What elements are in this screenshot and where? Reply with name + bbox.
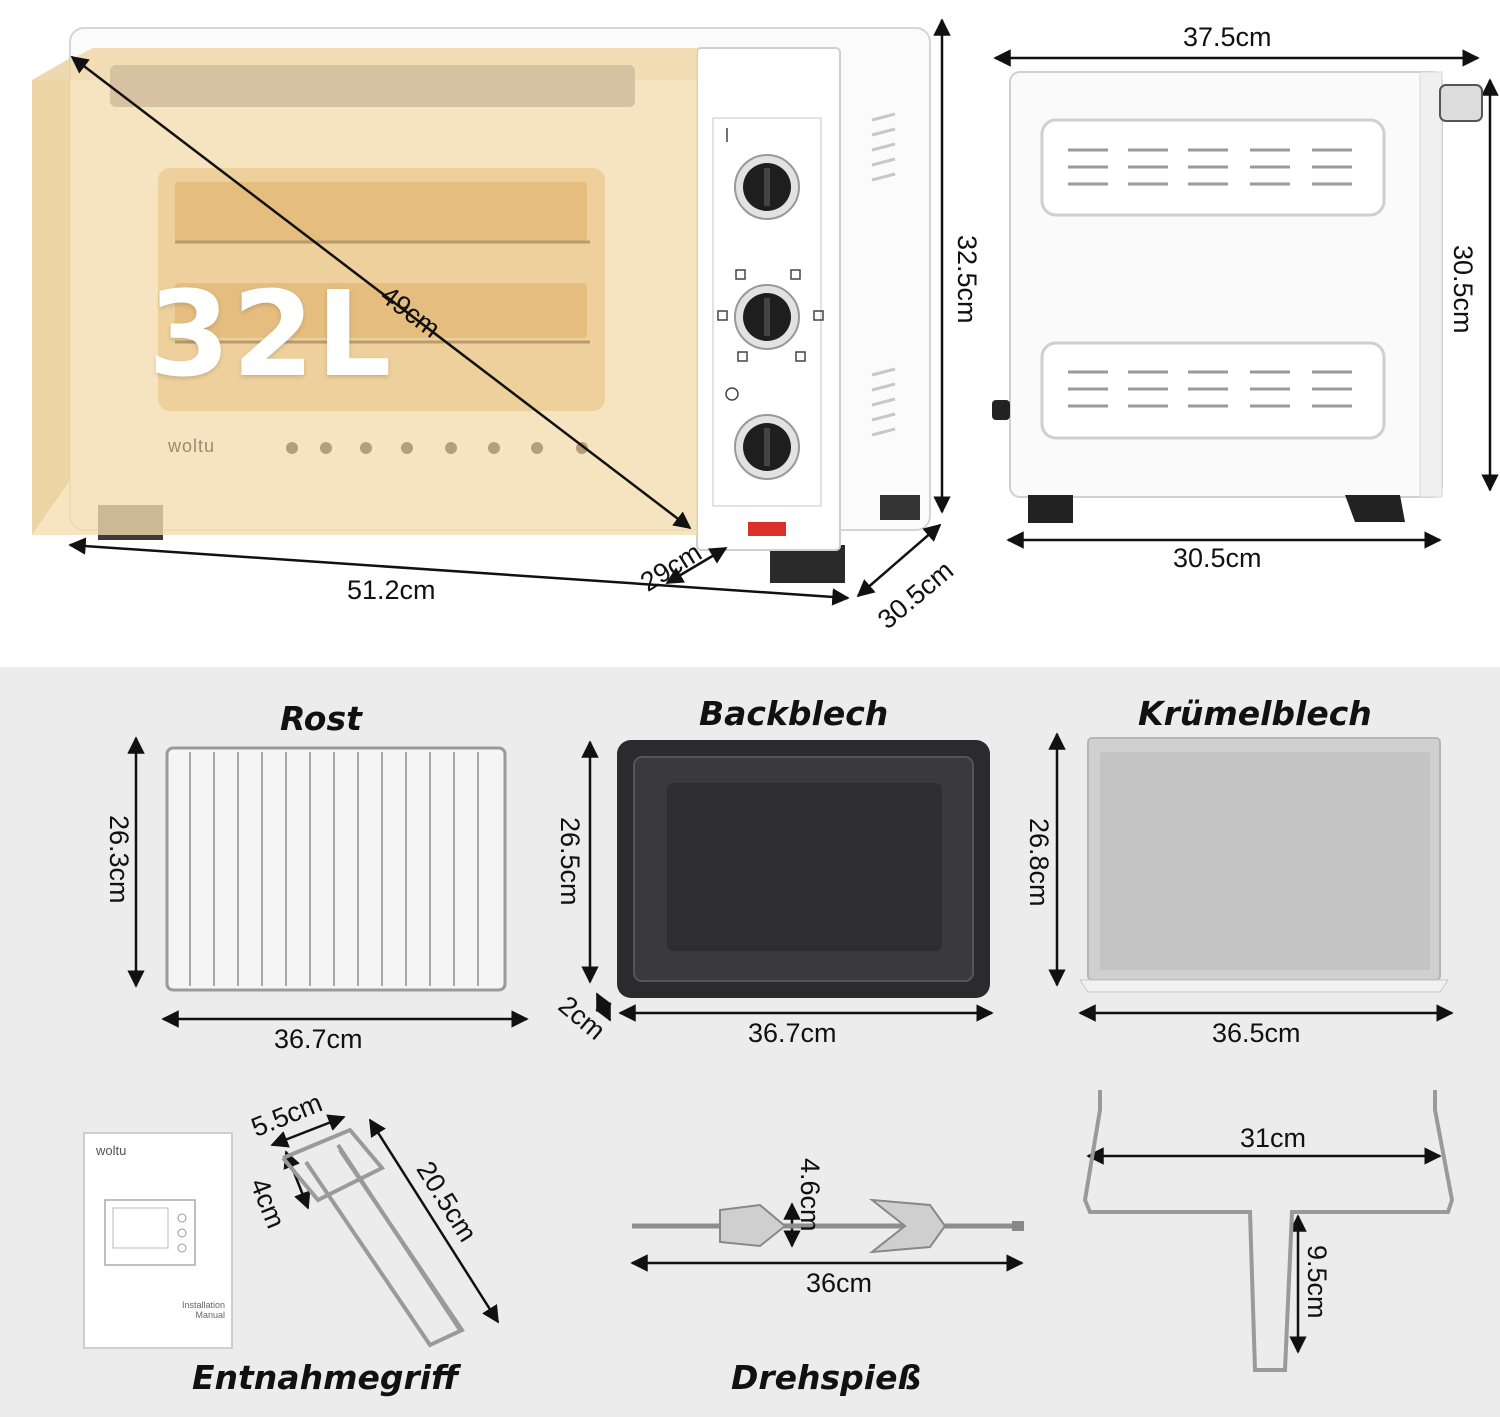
backblech-title: Backblech [699,694,889,733]
kruemelblech-width-label: 36.5cm [1212,1018,1301,1048]
temperature-knob [734,154,800,220]
side-bottom-label: 30.5cm [1173,543,1262,573]
drehspiess-spit [632,1198,1024,1254]
stand-height-label: 9.5cm [1302,1245,1332,1319]
backblech-width-label: 36.7cm [748,1018,837,1048]
oven-brand-logo: woltu [168,436,216,456]
entnahmegriff-title: Entnahmegriff [192,1358,459,1397]
rack-stand [1082,1090,1455,1372]
oven-illustration [32,18,1499,606]
rost-rack [165,746,507,992]
oven-side-view [992,71,1483,523]
side-handle [1439,84,1483,122]
rost-title: Rost [280,699,362,738]
side-top-label: 37.5cm [1183,22,1272,52]
manual-brand: woltu [96,1143,127,1158]
accessory-dimension-lines [127,732,1454,1354]
capacity-label: 32L [148,265,394,403]
spit-height-label: 4.6cm [795,1158,825,1232]
timer-knob [734,414,800,480]
backblech-tray [617,740,990,998]
kruemelblech-tray [1079,737,1449,993]
kruemelblech-height-label: 26.8cm [1024,818,1054,907]
spit-length-label: 36cm [806,1268,873,1298]
backblech-height-label: 26.5cm [555,817,585,906]
kruemelblech-title: Krümelblech [1138,694,1372,733]
rost-height-label: 26.3cm [104,815,134,904]
entnahmegriff-tool [281,1127,465,1348]
power-indicator-light [748,522,786,536]
manual-caption: Installation Manual [181,1300,225,1320]
oven-width-label: 51.2cm [347,575,436,605]
stand-width-label: 31cm [1240,1123,1307,1153]
vent-slots [871,112,896,437]
instruction-manual [83,1132,233,1349]
drehspiess-title: Drehspieß [731,1358,922,1397]
oven-dimension-lines [68,18,1499,606]
rost-width-label: 36.7cm [274,1024,363,1054]
function-knob [734,284,800,350]
